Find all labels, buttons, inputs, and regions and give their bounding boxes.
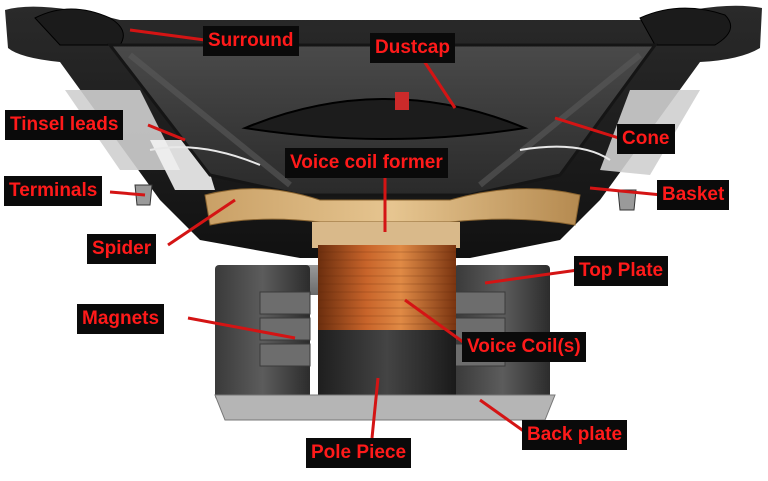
leader-tinsel-leads — [147, 123, 186, 142]
leader-top-plate — [484, 268, 579, 285]
leader-basket — [589, 186, 663, 197]
label-top-plate: Top Plate — [574, 256, 669, 286]
voice-coil-shape — [318, 245, 456, 330]
spider-shape — [204, 188, 581, 226]
leader-cone — [554, 116, 623, 141]
dustcap-shape — [241, 98, 529, 140]
leader-terminals — [109, 190, 146, 197]
label-terminals: Terminals — [4, 176, 103, 206]
label-voice-coil-former: Voice coil former — [285, 148, 448, 178]
label-magnets: Magnets — [77, 304, 165, 334]
surround-left-shape — [34, 8, 124, 46]
label-dustcap: Dustcap — [370, 33, 455, 63]
leader-voice-coils — [404, 298, 471, 349]
label-cone: Cone — [617, 124, 675, 154]
label-spider: Spider — [87, 234, 157, 264]
label-basket: Basket — [657, 180, 730, 210]
label-surround: Surround — [203, 26, 299, 56]
label-tinsel-leads: Tinsel leads — [5, 110, 124, 140]
leader-back-plate — [479, 398, 526, 434]
leader-surround — [129, 28, 206, 42]
leader-magnets — [187, 316, 296, 340]
label-back-plate: Back plate — [522, 420, 628, 450]
surround-right-shape — [639, 7, 732, 46]
leader-spider — [167, 198, 236, 247]
leader-dustcap — [420, 57, 457, 109]
label-pole-piece: Pole Piece — [306, 438, 412, 468]
leader-pole-piece — [370, 377, 380, 439]
label-voice-coils: Voice Coil(s) — [462, 332, 586, 362]
